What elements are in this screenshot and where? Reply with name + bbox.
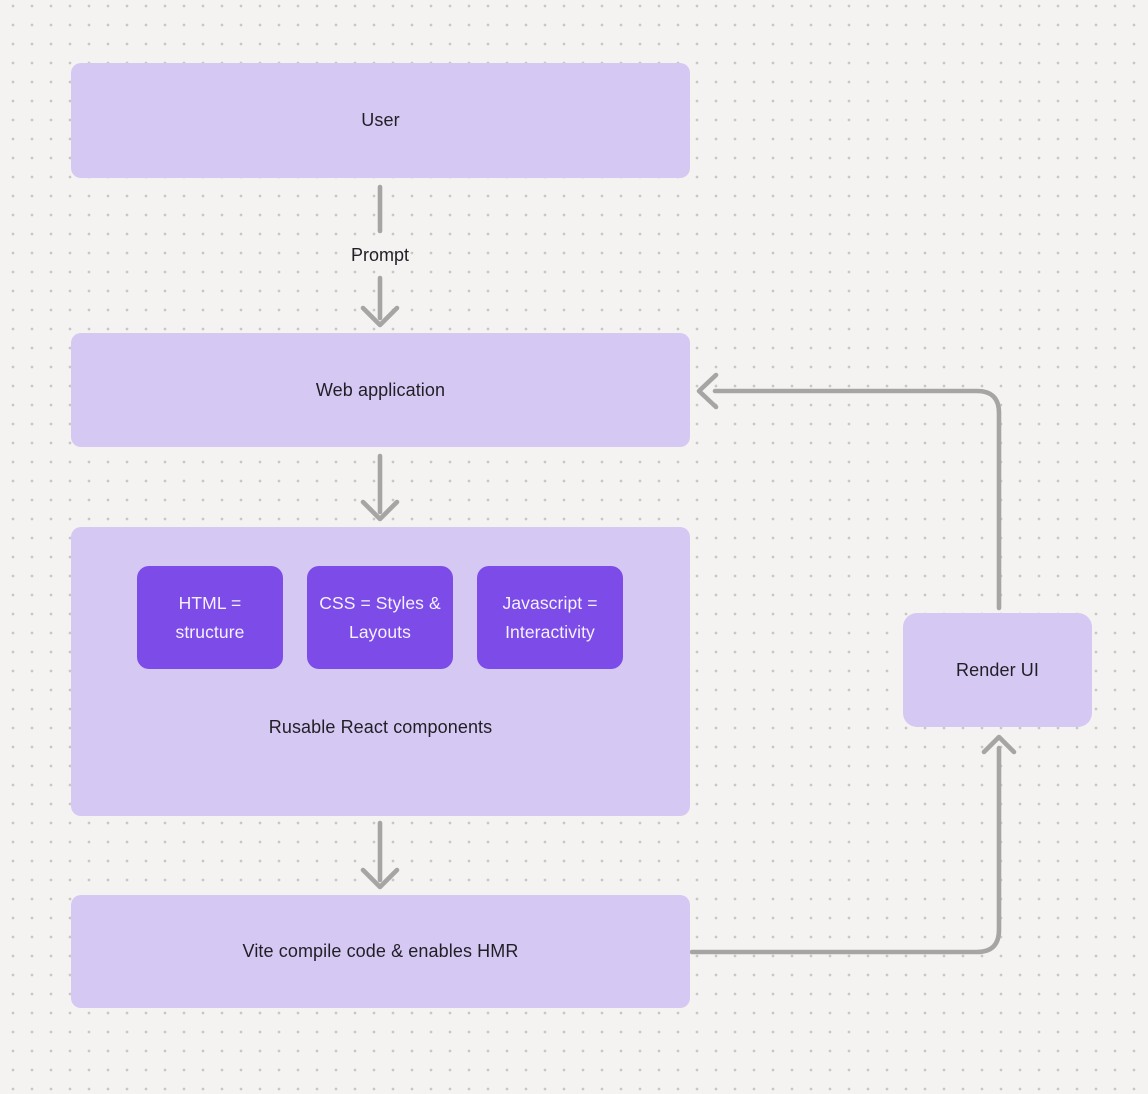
arrow-webapp-to-components [360,453,400,522]
node-user-label: User [361,110,400,130]
node-web-application-label: Web application [315,379,446,400]
node-css-styles[interactable]: CSS = Styles & Layouts [307,566,453,669]
arrow-components-to-vite [360,820,400,890]
node-user[interactable]: User [71,63,690,178]
arrowhead-left-icon [696,372,719,410]
node-html-structure[interactable]: HTML = structure [137,566,283,669]
node-web-application[interactable]: Web application [71,333,690,447]
arrow-elbow [689,745,1002,955]
arrow-renderui-to-webapp [696,372,1002,611]
arrowhead-down-icon [360,305,400,328]
arrowhead-down-icon [360,499,400,522]
node-css-styles-label: CSS = Styles & Layouts [319,592,441,642]
arrowhead-up-icon [981,734,1017,755]
node-render-ui[interactable]: Render UI [903,613,1092,727]
node-render-ui-label: Render UI [956,659,1039,680]
arrow-elbow [712,388,1002,611]
node-html-structure-label: HTML = structure [175,592,245,642]
arrow-vite-to-renderui [689,734,1017,955]
node-vite-compile-label: Vite compile code & enables HMR [242,941,519,961]
node-vite-compile[interactable]: Vite compile code & enables HMR [71,895,690,1008]
edge-label-prompt: Prompt [350,245,410,265]
node-javascript-interactivity[interactable]: Javascript = Interactivity [477,566,623,669]
arrowhead-down-icon [360,867,400,890]
node-components-group[interactable]: HTML = structure CSS = Styles & Layouts … [71,527,690,816]
components-group-caption: Rusable React components [268,717,493,737]
node-javascript-interactivity-label: Javascript = Interactivity [502,592,598,642]
